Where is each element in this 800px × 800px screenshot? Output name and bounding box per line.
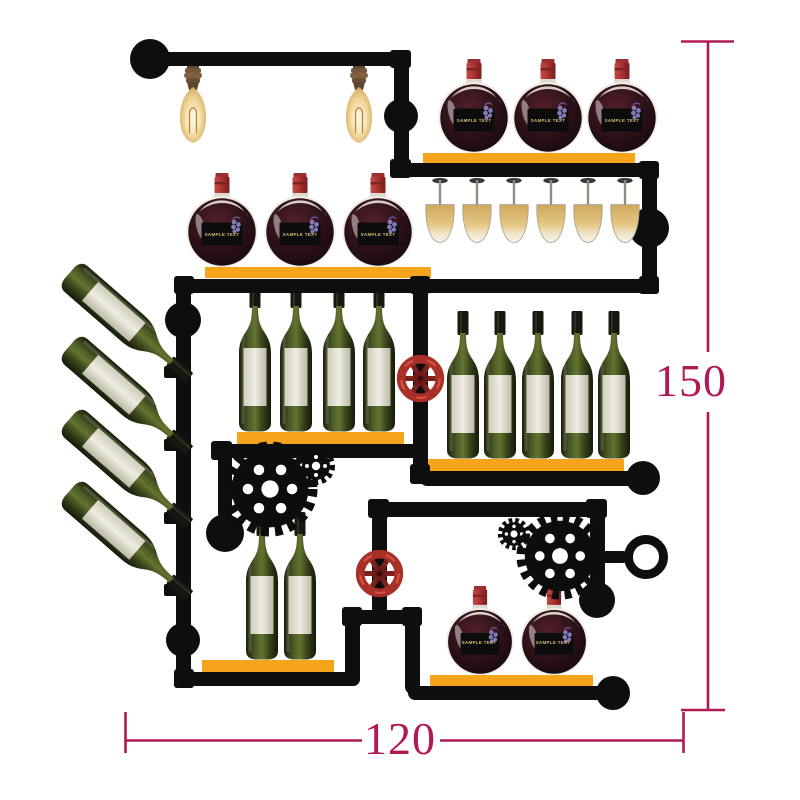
- carafes-top-shelf: [437, 59, 659, 153]
- ring-holder: [624, 535, 668, 579]
- wine-carafe: [585, 59, 659, 153]
- pipe-joint: [626, 461, 660, 495]
- pipe-right-pendant-drop: [590, 506, 605, 604]
- wine-glass: [425, 177, 455, 243]
- carafes-middle-shelf: [185, 173, 415, 267]
- standing-bottles-right-shelf: [447, 311, 630, 459]
- dimension-width-value: 120: [364, 713, 436, 764]
- wine-carafe: [341, 173, 415, 267]
- edison-bulb: [179, 62, 207, 144]
- pipe-bridge-right-leg: [405, 614, 420, 694]
- pipe-joint: [206, 514, 244, 552]
- wine-carafe: [437, 59, 511, 153]
- pipe-ring-stub: [600, 551, 628, 563]
- wine-bottle: [280, 284, 312, 432]
- wine-bottle: [598, 311, 630, 459]
- dimension-height-value: 150: [655, 355, 727, 406]
- carafes-bottom-shelf: [445, 586, 589, 675]
- shelf-bottom-bottles: [202, 660, 334, 672]
- pipe-joint: [166, 623, 200, 657]
- wine-carafe: [445, 586, 515, 675]
- wine-carafe: [185, 173, 259, 267]
- wine-carafe: [263, 173, 337, 267]
- flange-cap: [130, 39, 170, 79]
- pipe-joint: [384, 99, 418, 133]
- dimension-height: [681, 40, 734, 712]
- gear-large-icon: [522, 518, 598, 594]
- pipe-network: [130, 39, 669, 710]
- wine-glass: [573, 177, 603, 243]
- wine-glass: [462, 177, 492, 243]
- shelf-top-carafes: [423, 153, 635, 164]
- shelf-right-bottles: [428, 459, 624, 471]
- wine-bottle: [284, 512, 316, 660]
- wine-bottle: [239, 284, 271, 432]
- pendant-lights: [179, 62, 373, 144]
- pipe-third-rail-right: [420, 471, 642, 486]
- pipe-second-rail: [178, 279, 657, 293]
- wine-bottle: [561, 311, 593, 459]
- wine-carafe: [511, 59, 585, 153]
- pipe-left-vertical: [176, 283, 191, 683]
- pipe-top-horizontal: [148, 52, 410, 66]
- wine-bottle: [484, 311, 516, 459]
- shelf-bottom-carafes: [430, 675, 593, 687]
- edison-bulb: [345, 62, 373, 144]
- pipe-bridge-left-leg: [345, 614, 360, 686]
- pipe-bottom-right-rail: [408, 686, 614, 700]
- pipe-fourth-rail: [370, 502, 606, 517]
- wine-glass: [499, 177, 529, 243]
- wine-glass: [610, 177, 640, 243]
- pipe-bottom-left-rail: [178, 672, 360, 686]
- shelf-middle-carafes: [205, 267, 431, 278]
- pipe-joint: [579, 582, 615, 618]
- pipe-glass-rail: [396, 163, 658, 177]
- wine-glass: [536, 177, 566, 243]
- shelves: [202, 153, 635, 687]
- hanging-glasses: [425, 177, 640, 243]
- dimension-width: [124, 712, 685, 753]
- shelf-left-bottles: [237, 432, 404, 444]
- pipe-joint: [165, 302, 201, 338]
- wine-bottle: [522, 311, 554, 459]
- standing-bottles-left-shelf: [239, 284, 395, 432]
- wine-carafe: [519, 586, 589, 675]
- pipe-joint: [596, 676, 630, 710]
- wine-bottle: [447, 311, 479, 459]
- pipe-bridge-top: [345, 610, 420, 624]
- wine-bottle: [323, 284, 355, 432]
- wine-bottle: [363, 284, 395, 432]
